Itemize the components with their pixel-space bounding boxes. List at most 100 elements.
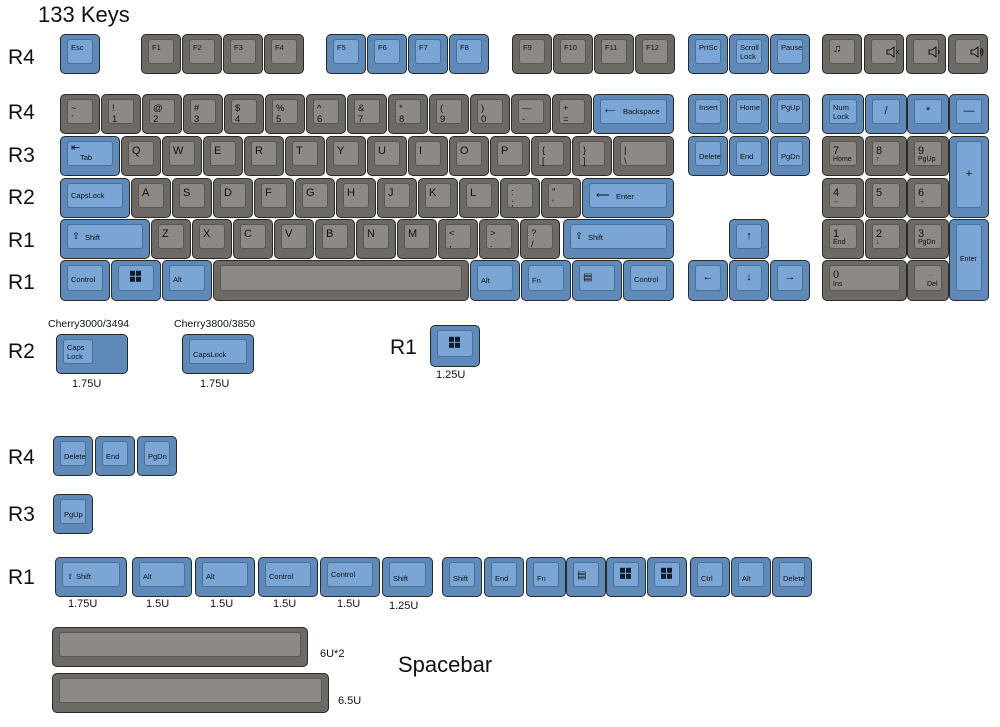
key-v: V <box>274 219 314 259</box>
row-label-r1-extra: R1 <box>390 336 417 359</box>
row-label-r1-shift: R1 <box>8 229 35 252</box>
arrow-left-icon: ← <box>833 198 840 205</box>
key-label: Ctrl <box>701 574 713 583</box>
key-label: 5 <box>876 187 883 199</box>
key-home: Home <box>729 94 769 134</box>
key-media-mute <box>864 34 904 74</box>
key-pause: Pause <box>770 34 810 74</box>
key-c: C <box>233 219 273 259</box>
key-y: Y <box>326 136 366 176</box>
key-label: Insert <box>699 103 718 112</box>
tab-icon: ⇤ <box>71 142 81 154</box>
key-label: " ' <box>552 187 556 209</box>
page-title: 133 Keys <box>38 2 130 27</box>
key-label: > . <box>490 228 496 250</box>
key-sublabel: PgDn <box>918 239 936 246</box>
key-prtsc: PrtSc <box>688 34 728 74</box>
cherry-profile-note-1: Cherry3000/3494 <box>48 318 130 330</box>
key-l: L <box>459 178 499 218</box>
key-menu: ▤ <box>572 260 622 301</box>
key-label: F11 <box>605 43 618 52</box>
key-label: Enter <box>960 256 977 263</box>
key-label: Scroll Lock <box>740 43 759 61</box>
key-tab: ⇤Tab <box>60 136 120 176</box>
row-label-r2-extra: R2 <box>8 340 35 363</box>
key-a: A <box>131 178 171 218</box>
key-label: O <box>460 145 469 157</box>
key-period: > . <box>479 219 519 259</box>
key-label: 0 <box>833 269 840 281</box>
key-j: J <box>377 178 417 218</box>
key-3: # 3 <box>183 94 223 134</box>
arrow-right-icon: → <box>784 271 796 283</box>
key-label: F1 <box>152 43 161 52</box>
key-n: N <box>356 219 396 259</box>
key-sublabel: Ins <box>833 281 843 288</box>
windows-logo-icon <box>661 567 673 579</box>
key-f2: F2 <box>182 34 222 74</box>
key-label: F2 <box>193 43 202 52</box>
key-semicolon: : ; <box>500 178 540 218</box>
key-label: Num Lock <box>833 103 849 121</box>
key-end-alt: End <box>95 436 135 476</box>
key-arrow-left: ← <box>688 260 728 301</box>
key-alt-extra-2: Alt <box>195 557 255 597</box>
key-num-slash: / <box>865 94 907 134</box>
key-label: Z <box>162 228 169 240</box>
key-control-extra-2: Control <box>320 557 380 597</box>
arrow-up-icon: ↑ <box>746 230 752 242</box>
key-numlock: Num Lock <box>822 94 864 134</box>
key-delete-extra: Delete <box>772 557 812 597</box>
key-label: ) 0 <box>481 103 487 125</box>
key-label: M <box>408 228 418 240</box>
key-label: * 8 <box>399 103 405 125</box>
key-label: ^ 6 <box>317 103 323 125</box>
key-label: PrtSc <box>699 43 718 52</box>
key-f: F <box>254 178 294 218</box>
key-5: % 5 <box>265 94 305 134</box>
key-w: W <box>162 136 202 176</box>
key-label: B <box>326 228 334 240</box>
spacebar-6u <box>52 627 308 667</box>
key-label: Alt <box>481 276 490 285</box>
backspace-arrow-icon: ⟵ <box>605 106 616 115</box>
key-num-dot: .Del <box>907 260 949 301</box>
key-f10: F10 <box>553 34 593 74</box>
key-9: ( 9 <box>429 94 469 134</box>
key-label: D <box>224 187 232 199</box>
key-label: J <box>388 187 394 199</box>
size-label: 1.5U <box>337 598 361 610</box>
key-num-minus: — <box>949 94 989 134</box>
key-label: ? / <box>531 228 537 250</box>
key-label: Shift <box>453 574 469 583</box>
arrow-up-icon: ↑ <box>876 156 880 163</box>
key-label: } ] <box>583 145 587 167</box>
key-label: Home <box>740 103 761 112</box>
key-sublabel: Del <box>927 281 938 288</box>
key-label: S <box>183 187 191 199</box>
key-label: & 7 <box>358 103 365 125</box>
key-label: PgDn <box>781 152 800 161</box>
key-8: * 8 <box>388 94 428 134</box>
key-label: N <box>367 228 375 240</box>
spacebar-heading: Spacebar <box>398 652 493 677</box>
key-label: F6 <box>378 43 387 52</box>
key-g: G <box>295 178 335 218</box>
key-win-extra-2 <box>647 557 687 597</box>
key-label: P <box>501 145 509 157</box>
key-right-alt: Alt <box>470 260 520 301</box>
key-f9: F9 <box>512 34 552 74</box>
cherry-profile-note-2: Cherry3800/3850 <box>174 318 256 330</box>
key-label: Control <box>634 275 659 284</box>
key-left-bracket: { [ <box>531 136 571 176</box>
key-scroll-lock: Scroll Lock <box>729 34 769 74</box>
arrow-down-icon: ↓ <box>876 239 880 246</box>
key-label: PgUp <box>781 103 800 112</box>
key-b: B <box>315 219 355 259</box>
key-label: Alt <box>206 572 215 581</box>
key-left-alt: Alt <box>162 260 212 301</box>
key-label: Delete <box>783 574 805 583</box>
